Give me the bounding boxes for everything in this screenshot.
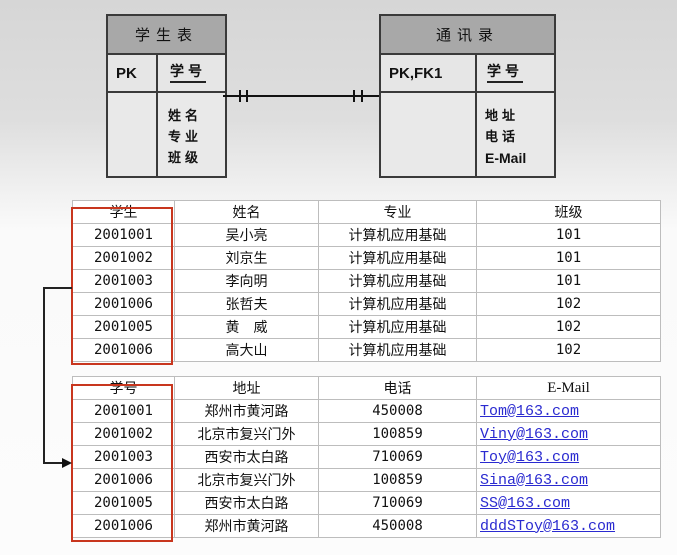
cell-phone: 100859 — [318, 468, 477, 492]
one-mark-icon — [353, 90, 355, 102]
student-attr: 专业 — [168, 130, 203, 145]
student-entity-title: 学生表 — [108, 16, 225, 55]
cell-id: 2001002 — [72, 246, 175, 270]
cell-class: 102 — [476, 338, 661, 362]
contact-entity-divider — [475, 55, 477, 176]
table-row: 2001006 北京市复兴门外 100859 Sina@163.com — [72, 468, 661, 492]
contact-id-highlight — [71, 384, 173, 542]
cell-email: Sina@163.com — [476, 468, 661, 492]
cell-id: 2001002 — [72, 422, 175, 446]
cell-email: Toy@163.com — [476, 445, 661, 469]
one-mark-icon — [239, 90, 241, 102]
cell-major: 计算机应用基础 — [318, 338, 477, 362]
contact-attr: E-Mail — [485, 150, 527, 166]
header-cell: 学生 — [72, 200, 175, 224]
connector-bottom — [43, 462, 63, 464]
cell-major: 计算机应用基础 — [318, 246, 477, 270]
header-cell: 电话 — [318, 376, 477, 400]
cell-email: Viny@163.com — [476, 422, 661, 446]
contact-attr: 电话 — [485, 130, 520, 145]
table-row: 2001005 黄 威 计算机应用基础 102 — [72, 315, 661, 339]
cell-id: 2001006 — [72, 338, 175, 362]
cell-phone: 450008 — [318, 399, 477, 423]
email-link[interactable]: Sina@163.com — [480, 471, 589, 489]
student-entity-divider — [156, 55, 158, 176]
student-entity-key-row — [108, 55, 225, 93]
relationship-line — [223, 95, 380, 97]
cell-address: 北京市复兴门外 — [174, 422, 319, 446]
contact-attr: 地址 — [485, 109, 520, 124]
student-entity: 学生表 PK 学号 姓名 专业 班级 — [106, 14, 227, 178]
cell-address: 西安市太白路 — [174, 445, 319, 469]
student-entity-pk-label: PK — [116, 64, 137, 82]
email-link[interactable]: Toy@163.com — [480, 448, 580, 466]
student-entity-attributes: 姓名 专业 班级 — [168, 106, 202, 169]
student-attr: 班级 — [168, 151, 203, 166]
cell-address: 西安市太白路 — [174, 491, 319, 515]
student-id-highlight — [71, 207, 173, 365]
one-mark-icon — [361, 90, 363, 102]
student-table: 学生 姓名 专业 班级 2001001 吴小亮 计算机应用基础 101 2001… — [72, 200, 661, 362]
header-cell: 专业 — [318, 200, 477, 224]
cell-name: 高大山 — [174, 338, 319, 362]
contact-entity-title: 通讯录 — [381, 16, 554, 55]
cell-id: 2001006 — [72, 514, 175, 538]
connector-top — [43, 287, 72, 289]
cell-email: SS@163.com — [476, 491, 661, 515]
cell-address: 郑州市黄河路 — [174, 514, 319, 538]
contact-table: 学号 地址 电话 E-Mail 2001001 郑州市黄河路 450008 To… — [72, 376, 661, 538]
table-row: 2001005 西安市太白路 710069 SS@163.com — [72, 491, 661, 515]
cell-email: Tom@163.com — [476, 399, 661, 423]
student-attr: 姓名 — [168, 109, 203, 124]
cell-major: 计算机应用基础 — [318, 223, 477, 247]
cell-phone: 710069 — [318, 491, 477, 515]
contact-entity-pk-field: 学号 — [487, 55, 523, 91]
email-link[interactable]: dddSToy@163.com — [480, 517, 616, 535]
cell-name: 张哲夫 — [174, 292, 319, 316]
cell-major: 计算机应用基础 — [318, 269, 477, 293]
cell-id: 2001001 — [72, 223, 175, 247]
header-cell: 地址 — [174, 376, 319, 400]
table-row: 2001006 高大山 计算机应用基础 102 — [72, 338, 661, 362]
cell-class: 102 — [476, 315, 661, 339]
header-cell: E-Mail — [476, 376, 661, 400]
cell-phone: 100859 — [318, 422, 477, 446]
cell-address: 北京市复兴门外 — [174, 468, 319, 492]
cell-name: 吴小亮 — [174, 223, 319, 247]
connector-vertical — [43, 287, 45, 464]
email-link[interactable]: Viny@163.com — [480, 425, 589, 443]
contact-entity-attributes: 地址 电话 E-Mail — [485, 106, 526, 169]
cell-phone: 710069 — [318, 445, 477, 469]
cell-class: 101 — [476, 269, 661, 293]
cell-major: 计算机应用基础 — [318, 292, 477, 316]
table-row: 2001006 郑州市黄河路 450008 dddSToy@163.com — [72, 514, 661, 538]
email-link[interactable]: Tom@163.com — [480, 402, 580, 420]
table-header-row: 学号 地址 电话 E-Mail — [72, 376, 661, 400]
contact-entity: 通讯录 PK,FK1 学号 地址 电话 E-Mail — [379, 14, 556, 178]
cell-class: 102 — [476, 292, 661, 316]
cell-id: 2001006 — [72, 292, 175, 316]
email-link[interactable]: SS@163.com — [480, 494, 571, 512]
cell-id: 2001005 — [72, 315, 175, 339]
cell-email: dddSToy@163.com — [476, 514, 661, 538]
header-cell: 班级 — [476, 200, 661, 224]
cell-name: 李向明 — [174, 269, 319, 293]
cell-major: 计算机应用基础 — [318, 315, 477, 339]
contact-entity-pk-label: PK,FK1 — [389, 64, 443, 82]
cell-name: 黄 威 — [174, 315, 319, 339]
arrow-right-icon — [62, 458, 72, 468]
cell-address: 郑州市黄河路 — [174, 399, 319, 423]
table-row: 2001001 郑州市黄河路 450008 Tom@163.com — [72, 399, 661, 423]
table-row: 2001006 张哲夫 计算机应用基础 102 — [72, 292, 661, 316]
cell-class: 101 — [476, 246, 661, 270]
cell-class: 101 — [476, 223, 661, 247]
one-mark-icon — [246, 90, 248, 102]
contact-entity-key-row — [381, 55, 554, 93]
header-cell: 姓名 — [174, 200, 319, 224]
cell-name: 刘京生 — [174, 246, 319, 270]
student-entity-pk-field: 学号 — [170, 55, 206, 91]
cell-phone: 450008 — [318, 514, 477, 538]
